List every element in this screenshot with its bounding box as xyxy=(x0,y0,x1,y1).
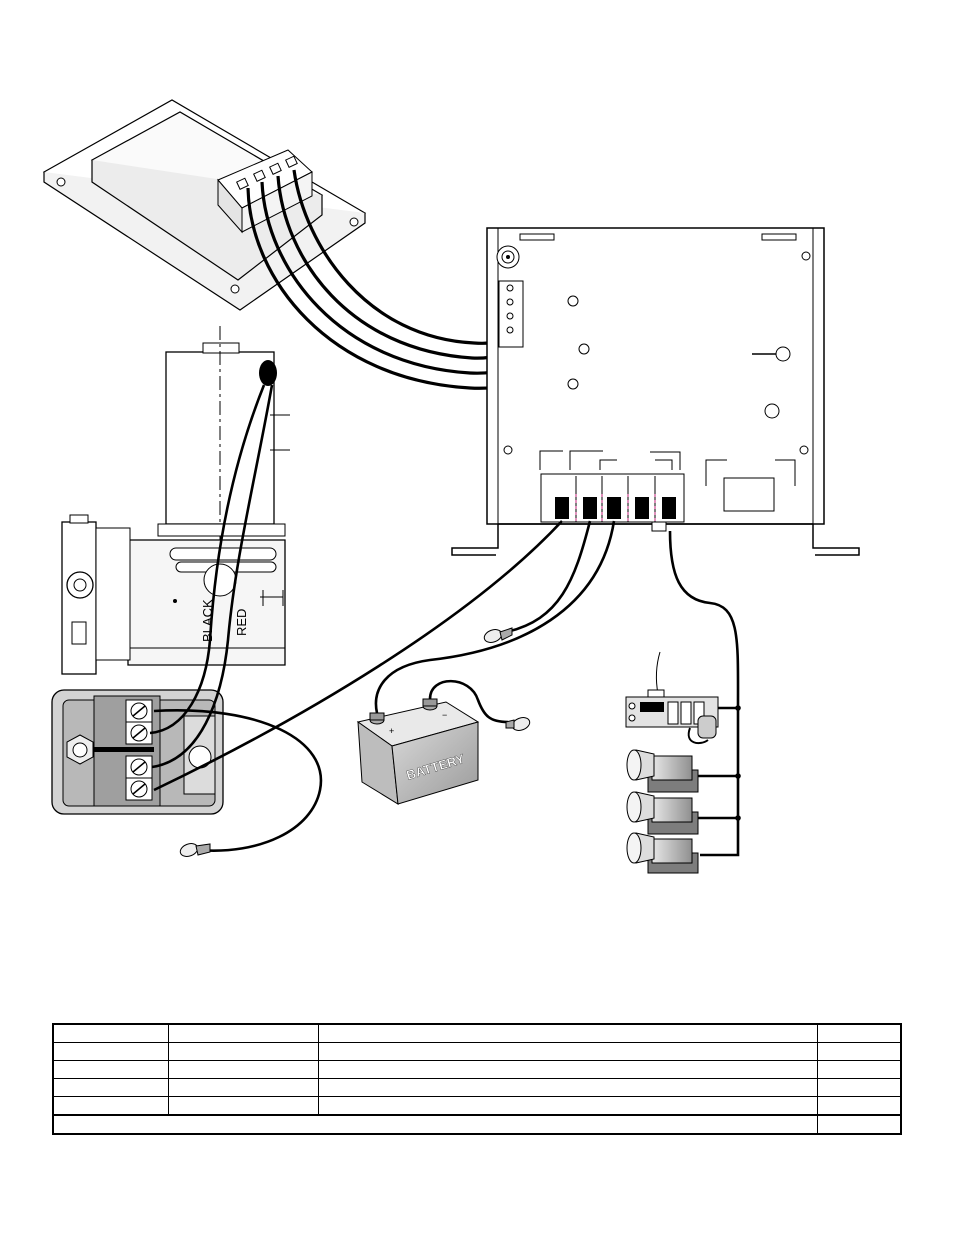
table-row xyxy=(52,1060,902,1079)
ring-terminal-icon xyxy=(505,717,531,731)
motor-leads xyxy=(149,360,277,769)
ring-terminal-icon xyxy=(483,627,513,643)
table-cell xyxy=(167,1023,320,1043)
table-cell xyxy=(167,1060,320,1079)
table-cell xyxy=(817,1114,902,1135)
table-row xyxy=(52,1078,902,1097)
power-terminal-block xyxy=(540,473,685,532)
lamp-icon xyxy=(626,832,699,874)
battery-plus-label: + xyxy=(389,726,394,736)
table-cell xyxy=(318,1042,819,1061)
parts-table xyxy=(52,1023,902,1135)
battery-minus-label: − xyxy=(442,710,447,720)
table-cell xyxy=(817,1096,902,1116)
table-row xyxy=(52,1096,902,1116)
control-panel-unit xyxy=(42,99,367,311)
table-cell xyxy=(318,1060,819,1079)
fuse-icon xyxy=(496,245,520,269)
battery-icon: + − BATTERY xyxy=(356,698,480,805)
table-cell xyxy=(817,1060,902,1079)
table-cell xyxy=(52,1023,169,1043)
table-cell xyxy=(318,1023,819,1043)
table-cell xyxy=(167,1042,320,1061)
jack-motor-assembly: BLACK RED xyxy=(61,326,290,675)
screw-terminals xyxy=(125,699,153,801)
table-cell xyxy=(318,1078,819,1097)
table-cell xyxy=(817,1042,902,1061)
table-cell xyxy=(52,1096,169,1116)
table-cell xyxy=(52,1042,169,1061)
controller-box xyxy=(451,227,860,556)
wiring-diagram: BLACK RED xyxy=(42,99,860,874)
table-cell xyxy=(52,1060,169,1079)
lamp-icon xyxy=(626,791,699,835)
table-row xyxy=(52,1042,902,1061)
ring-terminal-icon xyxy=(179,843,211,857)
lamp-icon xyxy=(626,749,699,793)
table-cell xyxy=(167,1078,320,1097)
control-terminal-strip xyxy=(498,280,524,348)
wire-junctions xyxy=(735,705,741,821)
hex-nut-icon xyxy=(66,734,94,765)
red-wire-label: RED xyxy=(234,609,249,636)
table-cell xyxy=(817,1078,902,1097)
parts-table-body xyxy=(52,1023,902,1135)
radio-icon xyxy=(625,651,719,745)
table-cell xyxy=(817,1023,902,1043)
power-wires xyxy=(153,520,740,857)
panel-connector xyxy=(217,149,313,234)
table-cell xyxy=(318,1096,819,1116)
switch-junction-box xyxy=(51,689,224,815)
table-total-row xyxy=(52,1114,902,1135)
table-row xyxy=(52,1023,902,1043)
table-cell xyxy=(167,1096,320,1116)
table-cell xyxy=(52,1114,819,1135)
table-cell xyxy=(52,1078,169,1097)
